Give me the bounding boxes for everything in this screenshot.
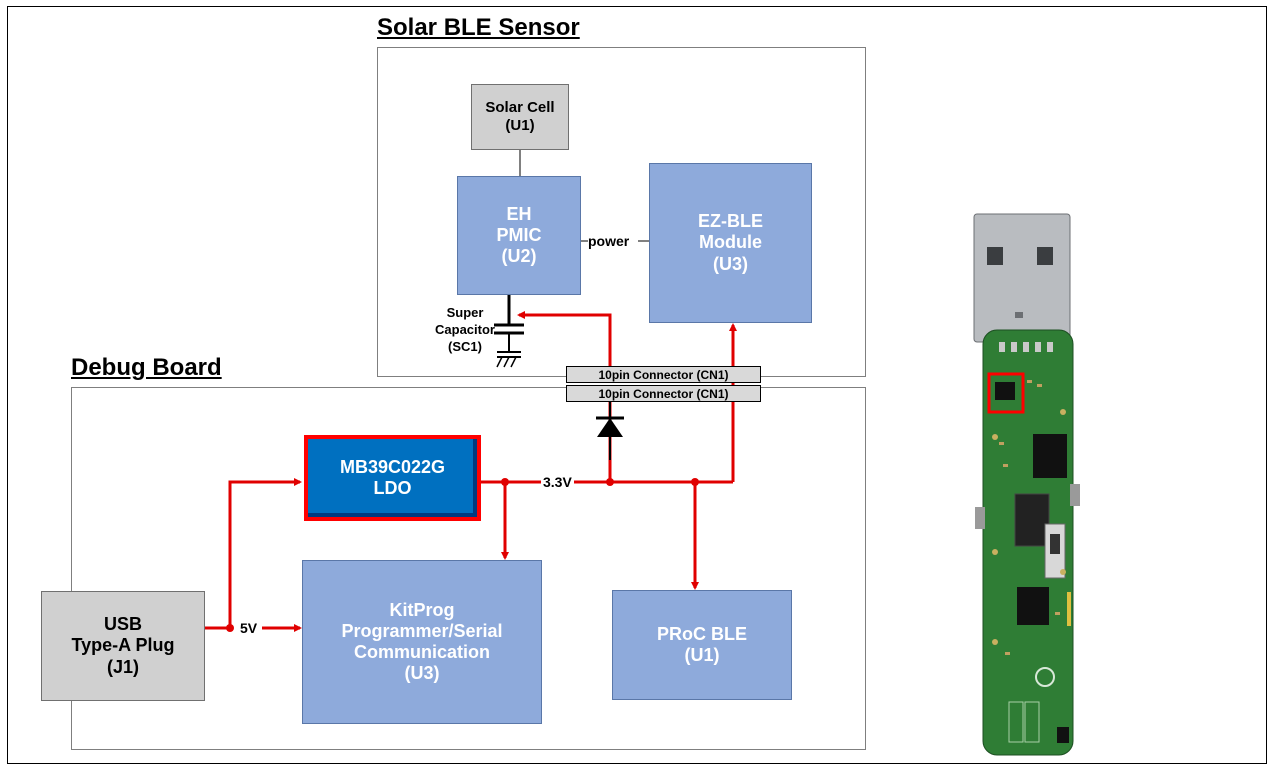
usb-label-2: Type-A Plug	[72, 635, 175, 655]
usb-type-a-plug-block: USB Type-A Plug (J1)	[41, 591, 205, 701]
proc-label: PRoC BLE	[657, 624, 747, 644]
ldo-label: LDO	[373, 478, 411, 498]
cap-charge-wire	[519, 315, 610, 367]
kitprog-ref: (U3)	[404, 663, 439, 683]
solar-connector-cn1: 10pin Connector (CN1)	[566, 366, 761, 383]
kitprog-label-2: Programmer/Serial	[341, 621, 502, 641]
usb-ref: (J1)	[107, 657, 139, 677]
mb39c022g-ldo-block: MB39C022G LDO	[304, 435, 481, 521]
debug-board-photo	[965, 212, 1080, 757]
ldo-input-wire	[230, 482, 300, 628]
debug-connector-cn1: 10pin Connector (CN1)	[566, 385, 761, 402]
proc-ref: (U1)	[685, 645, 720, 665]
kitprog-label-3: Communication	[354, 642, 490, 662]
kitprog-label-1: KitProg	[389, 600, 454, 620]
proc-ble-block: PRoC BLE (U1)	[612, 590, 792, 700]
rail-3v3-label: 3.3V	[541, 474, 574, 490]
super-capacitor-symbol	[494, 295, 524, 367]
rail-5v-label: 5V	[238, 620, 259, 636]
ldo-part: MB39C022G	[340, 457, 445, 477]
diode-symbol	[596, 402, 624, 482]
kitprog-block: KitProg Programmer/Serial Communication …	[302, 560, 542, 724]
usb-plug-metal	[974, 214, 1070, 342]
usb-label-1: USB	[104, 614, 142, 634]
